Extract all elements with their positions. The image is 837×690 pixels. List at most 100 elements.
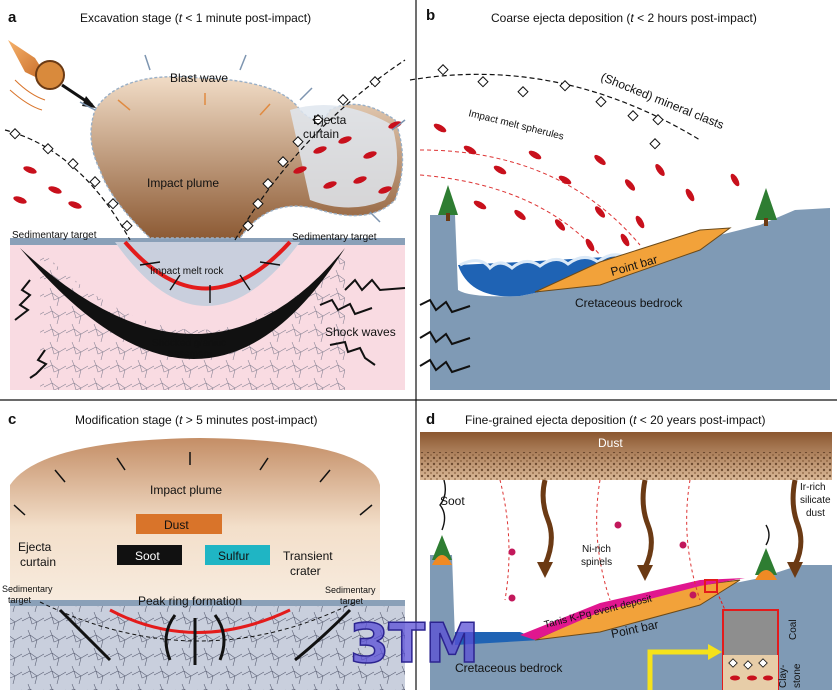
panel-c-title: Modification stage (t > 5 minutes post-i… [75, 413, 317, 427]
label-dust-d: Dust [598, 436, 623, 450]
transient-crater-outline [39, 601, 356, 642]
dust-box [136, 514, 222, 534]
label-sed-target-left-c-1: Sedimentary [2, 584, 53, 594]
shock-wave-arrows [14, 278, 406, 379]
sedimentary-layer [10, 238, 405, 245]
panel-d-letter: d [426, 411, 435, 428]
label-shocked-mineral-clasts: (Shocked) mineral clasts [599, 70, 726, 132]
panel-a: a Excavation stage (t < 1 minute post-im… [4, 9, 406, 390]
label-coal: Coal [788, 619, 799, 640]
melt-lining-c [109, 608, 291, 634]
label-soot-d: Soot [440, 494, 465, 508]
dust-fall-arrowheads [537, 562, 803, 581]
label-ir-rich-2: silicate [800, 495, 831, 506]
label-ir-rich-1: Ir-rich [800, 482, 826, 493]
label-ni-rich-2: spinels [581, 557, 612, 568]
panel-a-title: Excavation stage (t < 1 minute post-impa… [80, 11, 311, 25]
panel-c-letter: c [8, 411, 16, 428]
sulfur-box [205, 545, 270, 565]
label-transient-crater-2: crater [290, 564, 321, 578]
bedrock-b [430, 208, 830, 390]
blast-wave-arrows [79, 54, 406, 223]
point-bar-b [534, 227, 732, 293]
meteor-icon [8, 40, 96, 111]
inset-spherules [730, 675, 773, 681]
mineral-clasts [9, 76, 381, 232]
label-blast-wave: Blast wave [170, 71, 228, 85]
panel-c: c Modification stage (t > 5 minutes post… [2, 411, 405, 690]
burning-tree-icon-right-d [755, 524, 777, 580]
label-claystone-2: stone [792, 663, 803, 688]
clast-trajectory-b [409, 73, 701, 141]
label-shock-waves: Shock waves [325, 325, 396, 339]
ejecta-trajectory-left [4, 129, 131, 241]
spinel-trajectories [499, 479, 701, 601]
fractured-basement [40, 250, 345, 390]
label-impact-plume-a: Impact plume [147, 176, 219, 190]
label-peak-ring: Peak ring formation [138, 594, 242, 608]
river-waves-b [459, 253, 629, 271]
label-ejecta-curtain-2: curtain [303, 127, 339, 141]
spherule-trajectory-b2 [419, 174, 601, 256]
label-sed-target-left-c-2: target [8, 595, 32, 605]
crater-bowl [115, 242, 300, 306]
label-ir-rich-3: dust [806, 508, 825, 519]
label-transient-crater-1: Transient [283, 549, 333, 563]
panel-b-letter: b [426, 7, 435, 24]
label-claystone-1: Clay- [778, 665, 789, 688]
shock-front [20, 248, 345, 359]
inset-pointer-arrow [647, 649, 712, 690]
panel-d-title: Fine-grained ejecta deposition (t < 20 y… [465, 413, 766, 427]
tree-icon-left-b [438, 185, 458, 221]
label-ni-rich-1: Ni-rich [582, 544, 611, 555]
mineral-clasts-b [437, 64, 664, 150]
sedimentary-layer-c [10, 600, 405, 606]
label-soot-c: Soot [135, 549, 160, 563]
label-shocked-granitic-1: Shocked granitic [152, 338, 226, 349]
burning-tree-icon-left-d [432, 479, 452, 565]
label-ejecta-curtain-c-2: curtain [20, 555, 56, 569]
label-ejecta-curtain-1: Ejecta [313, 113, 347, 127]
watermark-logo: ЗТМ [350, 612, 479, 675]
label-dust-c: Dust [164, 518, 189, 532]
inset-marker [704, 579, 718, 593]
label-sed-target-right-c-1: Sedimentary [325, 585, 376, 595]
label-cretaceous-bedrock-d: Cretaceous bedrock [455, 661, 563, 675]
incoming-shock-arrows-b [419, 298, 471, 374]
dust-particles-d [420, 452, 832, 480]
label-impact-melt-rock: Impact melt rock [150, 266, 224, 277]
ejecta-trajectory-right [234, 59, 406, 241]
river-water-d [455, 632, 540, 645]
tanis-deposit-layer [520, 578, 745, 640]
inset-pointer-arrowhead [708, 644, 722, 660]
panel-b: b Coarse ejecta deposition (t < 2 hours … [409, 7, 830, 390]
label-sulfur-c: Sulfur [218, 549, 249, 563]
inset-clasts [728, 658, 768, 670]
inset-connector [716, 591, 726, 611]
dust-fall-arrows [540, 479, 804, 570]
label-ejecta-curtain-c-1: Ejecta [18, 540, 52, 554]
label-sed-target-right-c-2: target [340, 596, 364, 606]
ni-spinel-stars [508, 521, 697, 602]
excavation-flow-arrows [139, 261, 281, 303]
melt-spherules [13, 121, 402, 209]
rebound-arrows-c [58, 608, 352, 665]
label-sed-target-right-a: Sedimentary target [292, 232, 377, 243]
label-cretaceous-bedrock-b: Cretaceous bedrock [575, 296, 683, 310]
label-impact-melt-spherules: Impact melt spherules [467, 108, 565, 142]
panel-d: d Fine-grained ejecta deposition (t < 20… [420, 411, 832, 690]
plume-expansion-arrows [117, 93, 271, 116]
label-impact-plume-c: Impact plume [150, 483, 222, 497]
melt-spherules-b [433, 123, 740, 252]
label-shocked-granitic-2: basement [168, 349, 212, 360]
panel-b-title: Coarse ejecta deposition (t < 2 hours po… [491, 11, 757, 25]
plume-arrows-c [13, 452, 373, 516]
tree-icon-right-b [755, 188, 777, 226]
impact-melt-lining [123, 240, 292, 291]
soot-box [117, 545, 182, 565]
fractured-basement-c [10, 600, 405, 690]
label-sed-target-left-a: Sedimentary target [12, 230, 97, 241]
ejecta-curtain-cloud [290, 105, 398, 208]
spherule-trajectory-b1 [419, 149, 641, 246]
